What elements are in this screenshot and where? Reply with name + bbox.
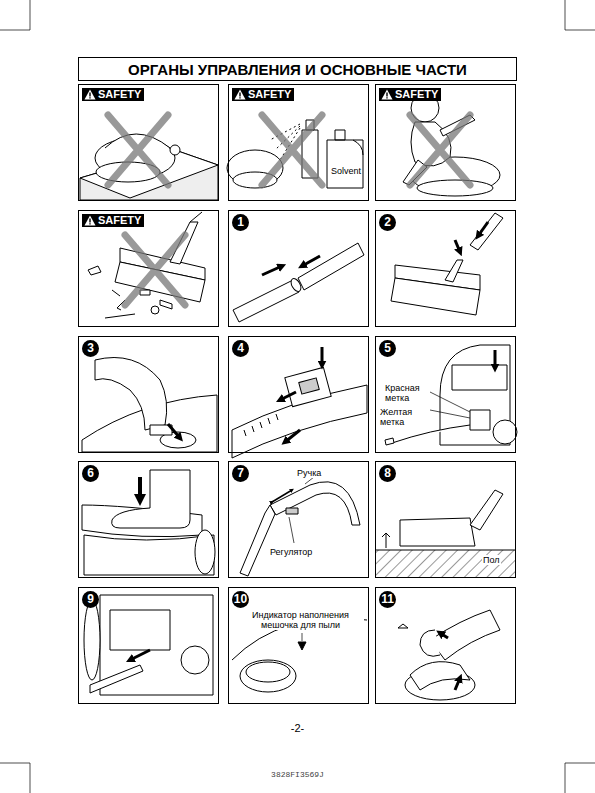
floor-nozzle xyxy=(376,490,515,577)
callout-number: 9 xyxy=(82,591,99,608)
part-label: Ручка xyxy=(296,468,322,478)
tube-connection xyxy=(233,243,364,322)
hose-insertion xyxy=(82,358,217,453)
part-label: Желтая метка xyxy=(379,407,421,427)
nozzle-attachment xyxy=(391,213,503,315)
step-panel: 3 xyxy=(78,336,219,453)
warning-triangle xyxy=(84,89,96,100)
callout-number: 4 xyxy=(232,340,249,357)
callout-number: 11 xyxy=(379,591,396,608)
step-panel: SAFETY xyxy=(375,84,516,201)
safety-badge: SAFETY xyxy=(82,214,144,227)
warning-triangle xyxy=(84,215,96,226)
callout-number: 10 xyxy=(232,591,249,608)
callout-number: 8 xyxy=(379,465,396,482)
step-panel: 10Индикатор наполнения мешочка для пыли xyxy=(228,587,369,704)
callout-number: 1 xyxy=(232,214,249,231)
part-label: Регулятор xyxy=(269,547,313,557)
part-label: Solvent xyxy=(330,166,362,176)
hose-release xyxy=(398,610,500,700)
title-box: ОРГАНЫ УПРАВЛЕНИЯ И ОСНОВНЫЕ ЧАСТИ xyxy=(78,57,517,81)
safety-badge: SAFETY xyxy=(379,88,441,101)
safety-badge: SAFETY xyxy=(82,88,144,101)
step-panel: 5Красная меткаЖелтая метка xyxy=(375,336,516,453)
vacuum-cord xyxy=(385,345,517,445)
part-label: Индикатор наполнения мешочка для пыли xyxy=(237,610,364,630)
callout-number: 2 xyxy=(379,214,396,231)
step-panel: 1 xyxy=(228,210,369,327)
part-label: Красная метка xyxy=(384,383,426,403)
safety-badge: SAFETY xyxy=(232,88,294,101)
callout-number: 6 xyxy=(82,465,99,482)
step-panel: 4 xyxy=(228,336,369,453)
title-text: ОРГАНЫ УПРАВЛЕНИЯ И ОСНОВНЫЕ ЧАСТИ xyxy=(128,61,467,78)
nozzle-and-debris xyxy=(88,212,205,318)
step-panel: 2 xyxy=(375,210,516,327)
step-panel: 8Пол xyxy=(375,461,516,578)
step-panel: 9 xyxy=(78,587,219,704)
callout-number: 7 xyxy=(232,465,249,482)
hose-handle xyxy=(240,477,360,576)
step-panel: 11 xyxy=(375,587,516,704)
step-panel: SAFETY xyxy=(78,210,219,327)
wand-clip xyxy=(232,347,367,458)
part-label: Пол xyxy=(482,555,501,565)
callout-number: 3 xyxy=(82,340,99,357)
warning-triangle xyxy=(234,89,246,100)
exhaust-filter xyxy=(84,595,213,695)
step-panel: SAFETY Solvent xyxy=(228,84,369,201)
callout-number: 5 xyxy=(379,340,396,357)
warning-triangle xyxy=(381,89,393,100)
step-panel: SAFETY xyxy=(78,84,219,201)
page-number: -2- xyxy=(0,722,595,734)
step-panel: 6 xyxy=(78,461,219,578)
foot-pedal xyxy=(82,470,215,575)
step-panel: 7 РучкаРегулятор xyxy=(228,461,369,578)
child-on-vacuum xyxy=(403,94,500,196)
document-code: 3828FI3569J xyxy=(0,770,595,779)
